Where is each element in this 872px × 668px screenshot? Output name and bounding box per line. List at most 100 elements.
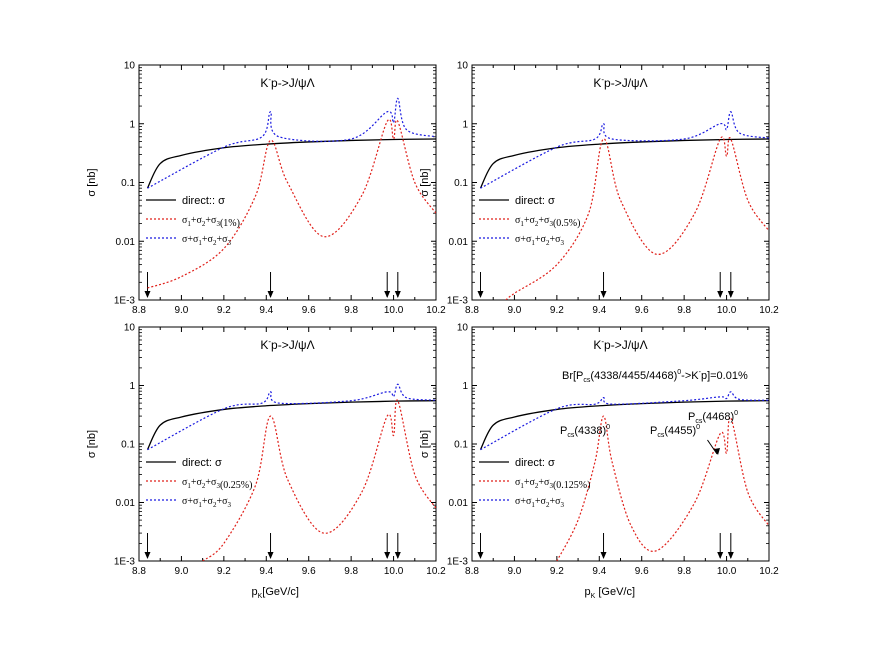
legend-label: σ+σ1+σ2+σ3 [182, 496, 231, 509]
p4338-label: Pcs(4338)0 [560, 424, 610, 439]
legend-label: direct: σ [515, 457, 555, 469]
series-resonance-line [556, 415, 769, 561]
x-axis-label: pK[GeV/c] [252, 586, 299, 600]
x-tick-label: 10.2 [426, 305, 446, 316]
x-tick-label: 9.6 [635, 566, 649, 577]
legend-label: σ+σ1+σ2+σ3 [182, 234, 231, 247]
resonance-arrowhead [600, 552, 607, 559]
p4455-label: Pcs(4455)0 [650, 424, 700, 439]
series-total-line [480, 111, 769, 189]
resonance-arrowhead [477, 552, 484, 559]
chart-title: K-p->J/ψΛ [593, 75, 647, 90]
resonance-arrowhead [717, 552, 724, 559]
x-tick-label: 9.0 [174, 305, 188, 316]
resonance-arrowhead [717, 291, 724, 298]
series-total-line [147, 97, 436, 189]
legend-label: direct: σ [182, 457, 222, 469]
resonance-arrowhead [394, 291, 401, 298]
x-tick-label: 9.4 [592, 566, 606, 577]
resonance-arrowhead [384, 552, 391, 559]
legend-label: direct: σ [515, 195, 555, 207]
resonance-arrowhead [267, 291, 274, 298]
x-tick-label: 9.8 [344, 566, 358, 577]
legend-label: direct:: σ [182, 195, 225, 207]
x-tick-label: 10.0 [717, 305, 737, 316]
y-tick-label: 10 [124, 61, 136, 72]
legend-label: σ1+σ2+σ3(1%) [182, 215, 240, 229]
x-tick-label: 8.8 [132, 566, 146, 577]
series-direct-line [479, 138, 769, 189]
chart-title: K-p->J/ψΛ [260, 75, 314, 90]
x-tick-label: 9.0 [507, 566, 521, 577]
legend-label: σ+σ1+σ2+σ3 [515, 234, 564, 247]
resonance-arrowhead [394, 552, 401, 559]
y-tick-label: 1E-3 [114, 557, 136, 568]
x-tick-label: 9.6 [302, 566, 316, 577]
x-tick-label: 8.8 [132, 305, 146, 316]
legend-label: σ1+σ2+σ3(0.125%) [515, 477, 590, 491]
y-tick-label: 0.1 [454, 440, 468, 451]
x-tick-label: 9.2 [550, 305, 564, 316]
p4455-pointer-head [714, 448, 721, 455]
resonance-arrowhead [144, 291, 151, 298]
resonance-arrowhead [267, 552, 274, 559]
y-tick-label: 1E-3 [447, 557, 469, 568]
x-tick-label: 9.2 [217, 305, 231, 316]
y-tick-label: 1E-3 [114, 296, 136, 307]
y-axis-label: σ [nb] [86, 168, 98, 196]
y-axis-label: σ [nb] [419, 430, 431, 458]
x-axis-label: pK [GeV/c] [585, 586, 636, 600]
y-tick-label: 0.1 [121, 440, 135, 451]
y-tick-label: 1 [462, 119, 468, 130]
resonance-arrowhead [384, 291, 391, 298]
y-tick-label: 0.01 [449, 498, 469, 509]
resonance-arrowhead [144, 552, 151, 559]
series-resonance-line [505, 136, 769, 300]
x-tick-label: 9.8 [677, 566, 691, 577]
x-tick-label: 9.4 [259, 566, 273, 577]
y-tick-label: 1 [129, 381, 135, 392]
x-tick-label: 9.8 [344, 305, 358, 316]
y-tick-label: 1 [462, 381, 468, 392]
plot-frame [471, 64, 770, 301]
x-tick-label: 10.0 [384, 305, 404, 316]
x-tick-label: 9.0 [507, 305, 521, 316]
resonance-arrowhead [727, 291, 734, 298]
x-tick-label: 8.8 [465, 305, 479, 316]
x-tick-label: 9.2 [217, 566, 231, 577]
x-tick-label: 10.2 [759, 566, 779, 577]
resonance-arrowhead [477, 291, 484, 298]
x-tick-label: 9.2 [550, 566, 564, 577]
x-tick-label: 9.6 [302, 305, 316, 316]
y-tick-label: 0.01 [116, 498, 136, 509]
x-tick-label: 10.2 [759, 305, 779, 316]
y-tick-label: 0.1 [454, 178, 468, 189]
resonance-arrowhead [600, 291, 607, 298]
legend-label: σ+σ1+σ2+σ3 [515, 496, 564, 509]
legend-label: σ1+σ2+σ3(0.25%) [182, 477, 252, 491]
y-tick-label: 1E-3 [447, 296, 469, 307]
series-total-line [147, 383, 436, 451]
y-tick-label: 10 [457, 323, 469, 334]
branching-ratio-label: Br[Pcs(4338/4455/4468)0->K-p]=0.01% [562, 369, 748, 384]
x-tick-label: 10.0 [384, 566, 404, 577]
series-direct-line [146, 400, 436, 450]
x-tick-label: 10.2 [426, 566, 446, 577]
series-resonance-line [147, 118, 436, 289]
y-tick-label: 0.1 [121, 178, 135, 189]
chart-title: K-p->J/ψΛ [260, 337, 314, 352]
x-tick-label: 9.8 [677, 305, 691, 316]
series-direct-line [479, 400, 769, 450]
p4468-label: Pcs(4468)0 [688, 410, 738, 425]
y-tick-label: 1 [129, 119, 135, 130]
plot-frame [138, 326, 437, 562]
y-axis-label: σ [nb] [419, 168, 431, 196]
resonance-arrowhead [727, 552, 734, 559]
x-tick-label: 9.6 [635, 305, 649, 316]
y-axis-label: σ [nb] [86, 430, 98, 458]
x-tick-label: 9.4 [259, 305, 273, 316]
